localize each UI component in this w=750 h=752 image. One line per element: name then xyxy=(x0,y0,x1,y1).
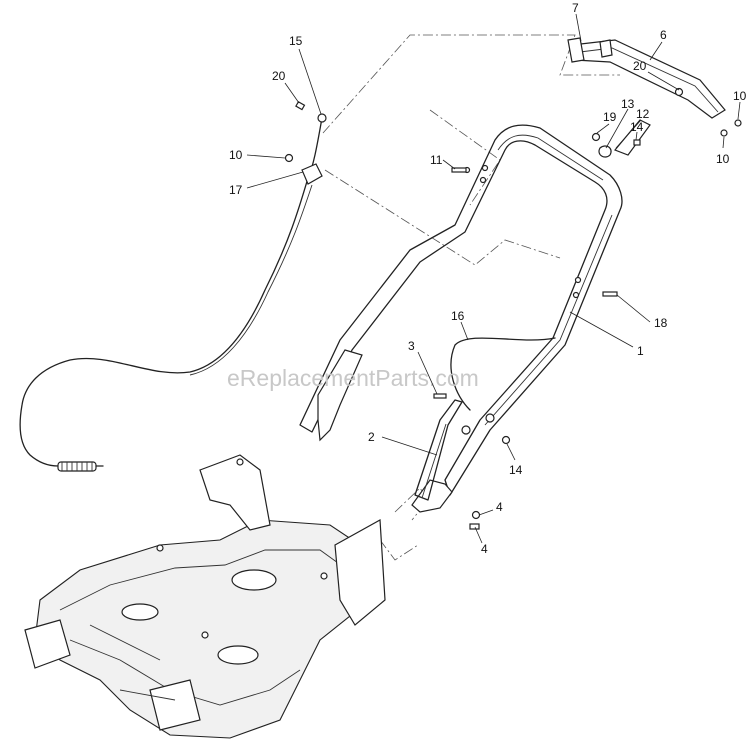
callout-14-bottom: 14 xyxy=(509,463,523,477)
callout-14-top: 14 xyxy=(630,120,644,134)
cable-clip-17 xyxy=(301,163,323,185)
tension-spring xyxy=(57,461,104,472)
handle-brackets xyxy=(317,164,582,513)
callout-labels: 7 6 20 10 10 19 13 12 14 11 15 20 10 17 … xyxy=(229,1,747,556)
callout-3: 3 xyxy=(408,339,415,353)
control-cable xyxy=(19,117,323,467)
callout-6: 6 xyxy=(660,28,667,42)
screws-left xyxy=(284,100,306,163)
callout-10-left: 10 xyxy=(229,148,243,162)
callout-1: 1 xyxy=(637,344,644,358)
leader-lines xyxy=(246,13,741,544)
mower-deck xyxy=(24,454,386,739)
control-bail-2 xyxy=(414,399,463,501)
watermark-text: eReplacementParts.com xyxy=(227,365,479,391)
callout-16: 16 xyxy=(451,309,465,323)
callout-15: 15 xyxy=(289,34,303,48)
bail-bar-6 xyxy=(567,37,726,119)
callout-7: 7 xyxy=(572,1,579,15)
callout-19: 19 xyxy=(603,110,617,124)
callout-4-upper: 4 xyxy=(496,500,503,514)
callout-20-left: 20 xyxy=(272,69,286,83)
callout-10-lower: 10 xyxy=(716,152,730,166)
callout-11: 11 xyxy=(430,153,443,167)
callout-17: 17 xyxy=(229,183,243,197)
callout-10-right: 10 xyxy=(733,89,747,103)
callout-4-lower: 4 xyxy=(481,542,488,556)
callout-12: 12 xyxy=(636,107,650,121)
callout-2: 2 xyxy=(368,430,375,444)
cable-16 xyxy=(450,337,556,435)
callout-20-top: 20 xyxy=(633,59,647,73)
small-hardware xyxy=(433,87,742,530)
cable-end-fitting-15 xyxy=(317,113,327,123)
callout-18: 18 xyxy=(654,316,668,330)
handle-1 xyxy=(299,124,623,496)
callout-13: 13 xyxy=(621,97,635,111)
